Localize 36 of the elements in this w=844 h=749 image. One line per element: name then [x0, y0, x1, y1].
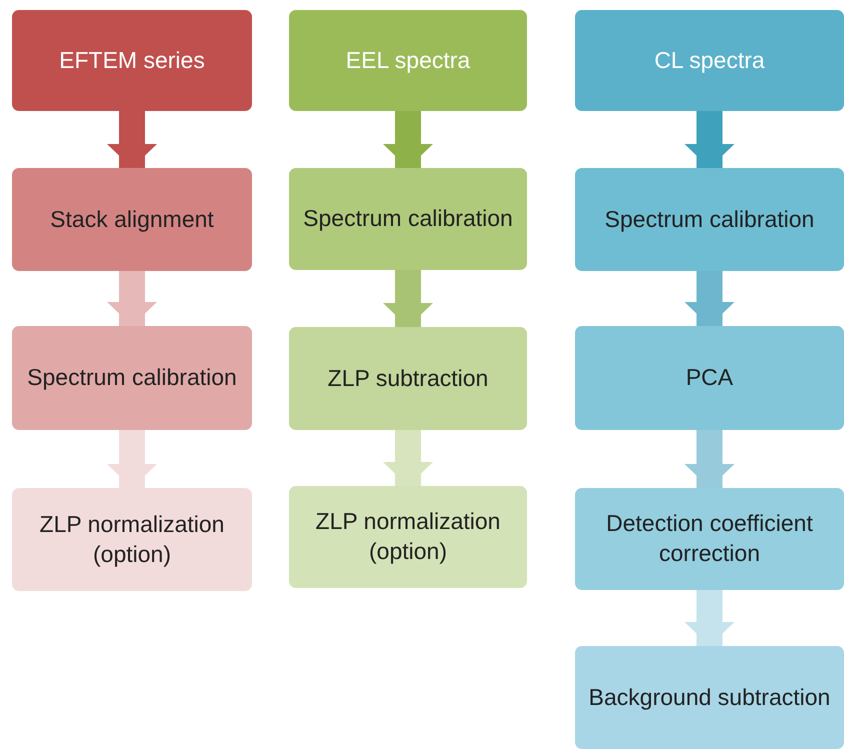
- box-label: CL spectra: [654, 46, 765, 75]
- process-box: [289, 10, 527, 111]
- arrow: [383, 111, 433, 168]
- box-label: ZLP subtraction: [328, 364, 488, 393]
- box-label: PCA: [686, 363, 734, 392]
- process-box: [575, 326, 844, 430]
- box-label: EFTEM series: [59, 46, 205, 75]
- box-label: Detection coefficient correction: [605, 509, 814, 568]
- arrow: [383, 430, 433, 486]
- process-box: [12, 326, 252, 430]
- process-box: [289, 486, 527, 588]
- box-label: Spectrum calibration: [27, 363, 237, 392]
- box-label: Spectrum calibration: [604, 204, 814, 234]
- box-label: Stack alignment: [50, 204, 214, 234]
- arrow: [684, 430, 734, 488]
- process-box: [12, 168, 252, 271]
- arrow: [684, 590, 734, 646]
- process-box: [575, 488, 844, 590]
- process-box: [289, 327, 527, 430]
- box-label: Spectrum calibration: [303, 204, 513, 234]
- box-label: EEL spectra: [346, 46, 470, 75]
- process-box: [289, 168, 527, 270]
- box-label: ZLP normalization (option): [38, 510, 226, 569]
- arrow: [107, 271, 157, 326]
- process-box: [575, 10, 844, 111]
- box-label: ZLP normalization (option): [314, 507, 502, 566]
- process-box: [12, 10, 252, 111]
- arrow: [684, 111, 734, 168]
- process-box: [575, 646, 844, 749]
- arrow: [684, 271, 734, 326]
- arrow: [383, 270, 433, 327]
- arrow: [107, 430, 157, 488]
- box-label: Background subtraction: [588, 682, 830, 712]
- process-box: [575, 168, 844, 271]
- arrow: [107, 111, 157, 168]
- process-box: [12, 488, 252, 591]
